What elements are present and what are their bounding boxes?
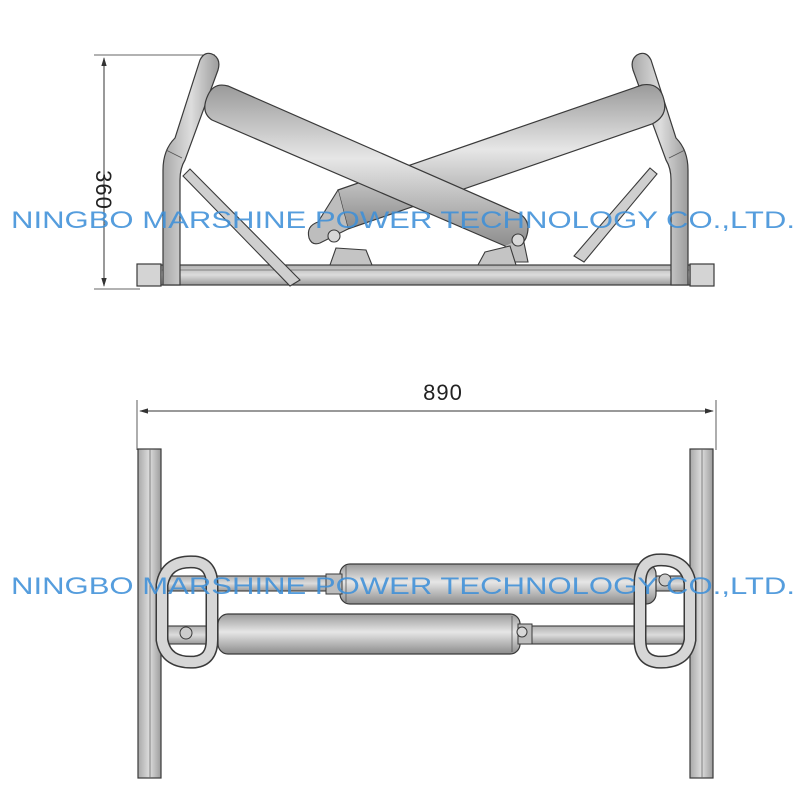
right-brace (573, 167, 658, 263)
watermark-top: NINGBO MARSHINE POWER TECHNOLOGY CO.,LTD… (11, 207, 795, 234)
right-base-plate (689, 263, 715, 287)
right-wing-frame (631, 52, 689, 286)
height-dimension-label: 360 (91, 170, 116, 210)
side-view: 360 NINGBO MARSHINE (11, 52, 795, 290)
axle-bolt-left (327, 229, 341, 243)
left-base-plate (136, 263, 162, 287)
upper-roller (325, 563, 657, 605)
left-brace (182, 168, 301, 287)
width-dimension: 890 (136, 380, 717, 450)
plan-view: 890 (11, 380, 795, 779)
lower-roller (217, 613, 533, 655)
width-dimension-label: 890 (423, 380, 463, 405)
center-bracket-right (477, 245, 517, 266)
base-beam (160, 264, 691, 286)
height-dimension: 360 (91, 54, 215, 290)
watermark-bottom: NINGBO MARSHINE POWER TECHNOLOGY CO.,LTD… (11, 573, 795, 600)
right-loop-handle (633, 553, 697, 669)
axle-bolt-right (511, 233, 525, 247)
left-loop-handle (155, 555, 219, 669)
center-bracket-left (329, 247, 373, 266)
left-wing-frame (162, 52, 220, 286)
